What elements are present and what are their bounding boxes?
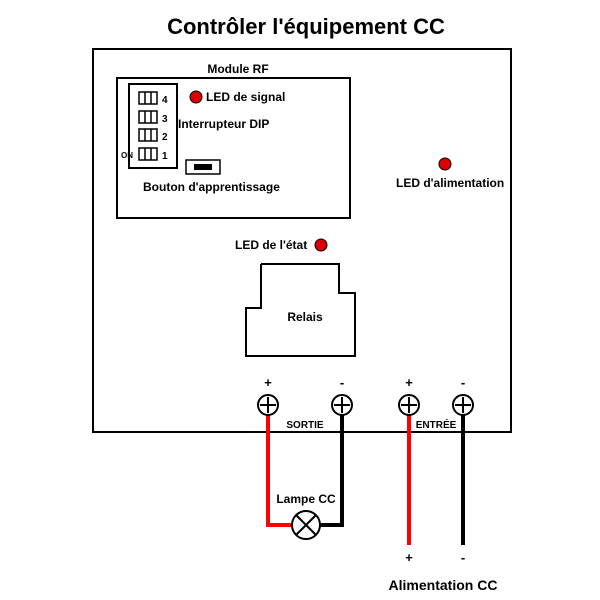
- output-minus-mark: -: [340, 375, 344, 390]
- output-label: SORTIE: [286, 420, 324, 431]
- rf-module-label: Module RF: [207, 62, 268, 76]
- dip-switch[interactable]: [128, 83, 178, 169]
- terminal-output-negative[interactable]: [331, 394, 353, 416]
- dip-number-3: 3: [162, 114, 168, 125]
- dip-on-label: ON: [121, 151, 133, 160]
- dip-toggle-4[interactable]: [138, 91, 158, 105]
- signal-led-label: LED de signal: [206, 90, 285, 104]
- status-led-label: LED de l'état: [235, 238, 307, 252]
- rf-module-box: [116, 77, 351, 219]
- power-led: [438, 157, 452, 171]
- relay-outline: [245, 263, 356, 357]
- dip-number-4: 4: [162, 95, 168, 106]
- dip-number-2: 2: [162, 132, 168, 143]
- learn-button[interactable]: [185, 159, 221, 175]
- controller-box: [92, 48, 512, 433]
- status-led: [314, 238, 328, 252]
- wire-output-negative: [320, 405, 344, 527]
- input-label: ENTRÉE: [416, 418, 457, 431]
- dip-toggle-1[interactable]: [138, 147, 158, 161]
- input-minus-mark: -: [461, 375, 465, 390]
- power-led-label: LED d'alimentation: [396, 176, 504, 190]
- supply-label: Alimentation CC: [389, 577, 498, 593]
- lamp-label: Lampe CC: [276, 492, 336, 506]
- lamp-icon: [291, 510, 321, 540]
- dip-switch-label: Interrupteur DIP: [178, 117, 269, 131]
- terminal-output-positive[interactable]: [257, 394, 279, 416]
- terminal-input-positive[interactable]: [398, 394, 420, 416]
- output-plus-mark: +: [264, 375, 272, 390]
- relay-label: Relais: [287, 310, 323, 324]
- dip-switch-body: [128, 83, 178, 169]
- dip-number-1: 1: [162, 151, 168, 162]
- dip-toggle-3[interactable]: [138, 110, 158, 124]
- wire-output-positive: [266, 405, 292, 527]
- signal-led: [189, 90, 203, 104]
- supply-plus-mark: +: [405, 550, 413, 565]
- diagram-title: Contrôler l'équipement CC: [167, 14, 445, 39]
- terminal-input-negative[interactable]: [452, 394, 474, 416]
- input-plus-mark: +: [405, 375, 413, 390]
- dip-toggle-2[interactable]: [138, 128, 158, 142]
- supply-minus-mark: -: [461, 550, 465, 565]
- learn-button-label: Bouton d'apprentissage: [143, 180, 280, 194]
